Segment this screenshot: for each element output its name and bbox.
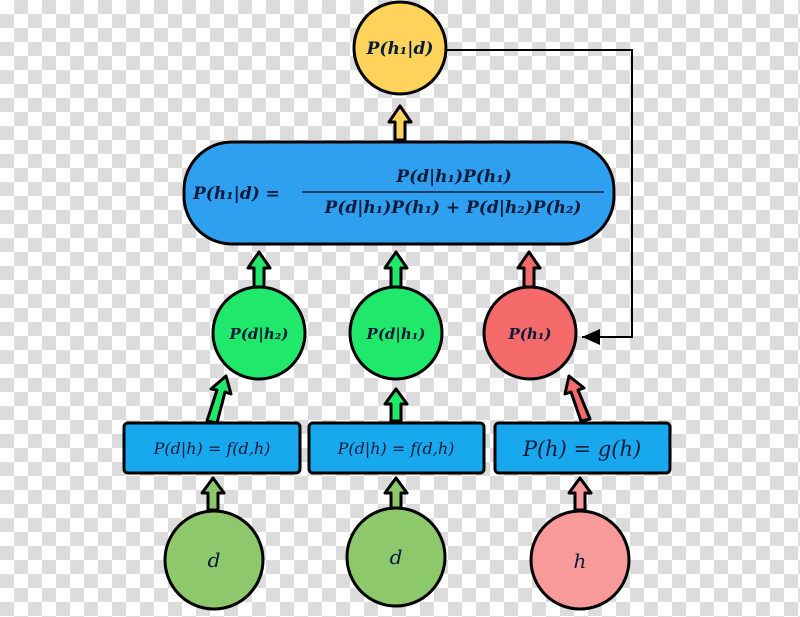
data-node-1: d xyxy=(163,509,265,611)
likelihood-model-box-2: P(d|h) = f(d,h) xyxy=(307,421,486,475)
likelihood-h2-node: P(d|h₂) xyxy=(211,285,307,381)
bayes-numerator: P(d|h₁)P(h₁) xyxy=(395,167,511,187)
arrow-up-icon xyxy=(563,374,592,423)
model-g-label: P(h) = g(h) xyxy=(522,437,641,461)
hypothesis-node: h xyxy=(529,509,631,611)
arrow-up-icon xyxy=(205,374,233,425)
arrow-up-icon xyxy=(516,250,542,289)
arrow-up-icon xyxy=(387,104,413,142)
arrow-up-icon xyxy=(200,476,226,512)
arrow-up-icon xyxy=(567,476,593,512)
arrow-up-icon xyxy=(383,387,409,423)
data-2-label: d xyxy=(390,545,403,569)
model-f1-label: P(d|h) = f(d,h) xyxy=(153,439,271,458)
bayes-denominator: P(d|h₁)P(h₁) + P(d|h₂)P(h₂) xyxy=(324,198,582,218)
likelihood-h2-label: P(d|h₂) xyxy=(229,325,289,343)
data-node-2: d xyxy=(345,506,447,608)
bayes-lhs: P(h₁|d) = xyxy=(192,184,280,204)
likelihood-h1-node: P(d|h₁) xyxy=(348,285,444,381)
prior-h1-node: P(h₁) xyxy=(482,285,578,381)
hypothesis-label: h xyxy=(574,549,587,573)
prior-h1-label: P(h₁) xyxy=(508,325,552,343)
arrow-up-icon xyxy=(383,476,409,510)
posterior-node: P(h₁|d) xyxy=(352,0,448,96)
likelihood-model-box-1: P(d|h) = f(d,h) xyxy=(122,421,302,475)
posterior-label: P(h₁|d) xyxy=(366,39,434,59)
likelihood-h1-label: P(d|h₁) xyxy=(366,325,426,343)
prior-model-box: P(h) = g(h) xyxy=(493,421,672,475)
feedback-connector xyxy=(447,49,633,345)
model-f2-label: P(d|h) = f(d,h) xyxy=(337,439,455,458)
arrow-up-icon xyxy=(383,250,409,289)
bayes-rule-box: P(h₁|d) = P(d|h₁)P(h₁) P(d|h₁)P(h₁) + P(… xyxy=(182,140,616,246)
arrow-up-icon xyxy=(246,250,272,289)
data-1-label: d xyxy=(208,548,221,572)
